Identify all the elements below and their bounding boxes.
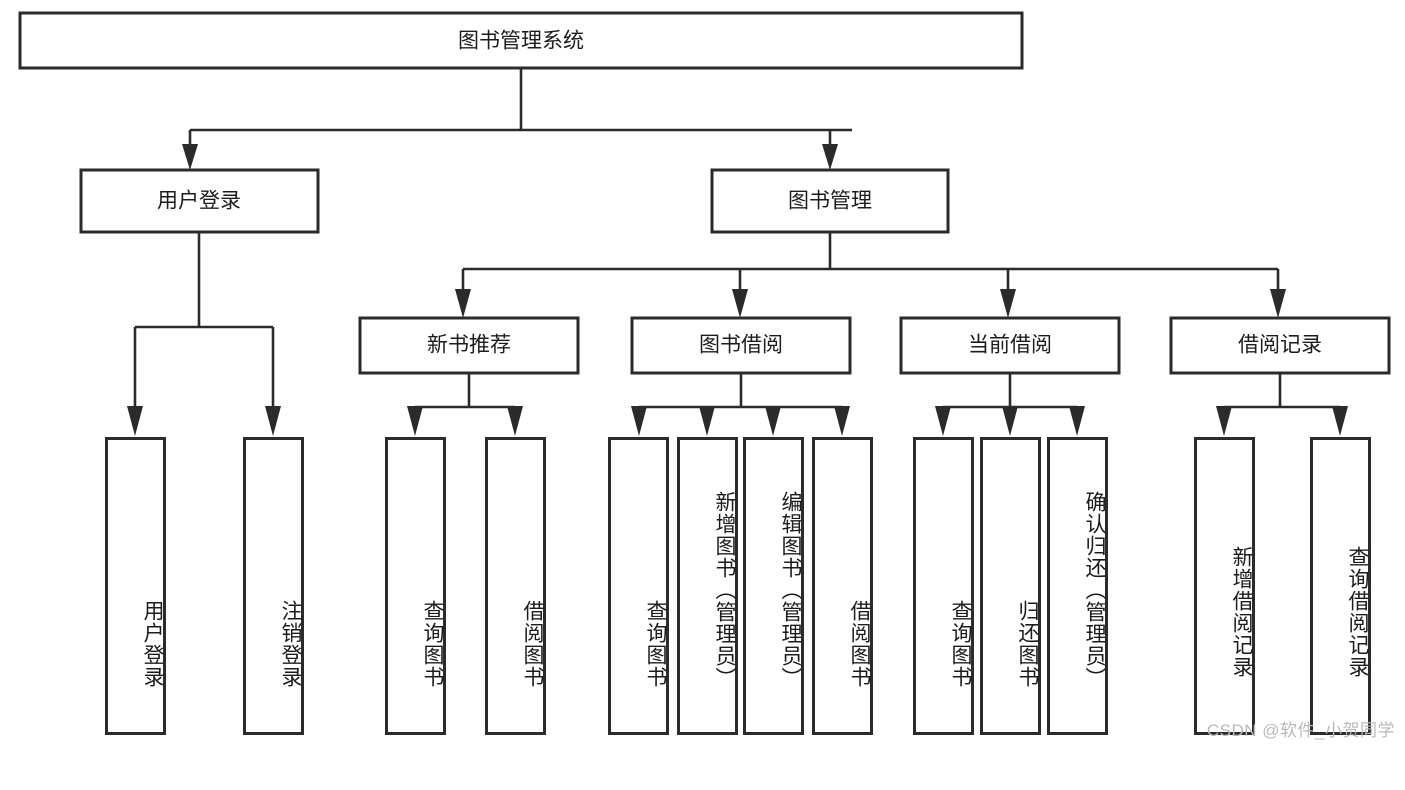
arrow-head-icon <box>935 406 951 436</box>
arrow-head-icon <box>631 406 647 436</box>
tree-connectors-layer: 图书管理系统 用户登录 图书管理 <box>18 11 1391 436</box>
arrow-head-icon <box>507 406 523 436</box>
arrow-head-icon <box>265 406 281 436</box>
leaf-label: 编辑图书（管理员） <box>779 491 802 689</box>
connector-borrow-record-to-leaves <box>1216 373 1348 436</box>
arrow-head-icon <box>834 406 850 436</box>
leaf-current-borrow-return-book[interactable]: 归还图书 <box>980 437 1041 735</box>
connector-book-management-to-level2 <box>455 232 1286 318</box>
leaf-label: 新增图书（管理员） <box>713 491 736 689</box>
watermark-label: CSDN @软件_小贺同学 <box>1206 721 1395 740</box>
node-new-book-recommend[interactable]: 新书推荐 <box>358 316 580 375</box>
diagram-canvas: 图书管理系统 用户登录 图书管理 <box>18 11 1395 740</box>
leaf-current-borrow-query-book[interactable]: 查询图书 <box>913 437 974 735</box>
borrow-record-label: 借阅记录 <box>1238 334 1322 357</box>
user-login-label: 用户登录 <box>157 190 241 213</box>
node-book-management[interactable]: 图书管理 <box>710 168 950 234</box>
book-management-box[interactable] <box>710 168 950 234</box>
node-borrow-record[interactable]: 借阅记录 <box>1169 316 1391 375</box>
arrow-head-icon <box>1216 406 1232 436</box>
arrow-head-icon <box>1332 406 1348 436</box>
arrow-head-icon <box>1069 406 1085 436</box>
leaf-user-login-logout[interactable]: 注销登录 <box>243 437 304 735</box>
arrow-head-icon <box>1270 289 1286 318</box>
arrow-head-icon <box>822 144 838 170</box>
leaf-current-borrow-confirm-return[interactable]: 确认归还（管理员） <box>1047 437 1108 735</box>
arrow-head-icon <box>1002 406 1018 436</box>
leaf-borrow-record-add-record[interactable]: 新增借阅记录 <box>1194 437 1255 735</box>
book-management-label: 图书管理 <box>788 190 872 213</box>
arrow-head-icon <box>732 289 748 318</box>
arrow-head-icon <box>127 406 143 436</box>
new-book-recommend-label: 新书推荐 <box>427 334 511 357</box>
arrow-head-icon <box>182 144 198 170</box>
connector-user-login-to-leaves <box>127 232 281 436</box>
root-box[interactable] <box>18 11 1024 70</box>
leaf-book-borrow-borrow-book[interactable]: 借阅图书 <box>812 437 873 735</box>
book-borrow-box[interactable] <box>630 316 852 375</box>
user-login-box[interactable] <box>79 168 320 234</box>
book-borrow-label: 图书借阅 <box>699 334 783 357</box>
leaf-new-book-borrow-book[interactable]: 借阅图书 <box>485 437 546 735</box>
connector-new-book-recommend-to-leaves <box>407 373 523 436</box>
connector-book-borrow-to-leaves <box>631 373 850 436</box>
leaf-book-borrow-query-book[interactable]: 查询图书 <box>608 437 669 735</box>
leaf-new-book-query-book[interactable]: 查询图书 <box>385 437 446 735</box>
connector-root-to-level1 <box>182 68 852 170</box>
connector-current-borrow-to-leaves <box>935 373 1085 436</box>
arrow-head-icon <box>407 406 423 436</box>
arrow-head-icon <box>699 406 715 436</box>
leaf-book-borrow-add-book[interactable]: 新增图书（管理员） <box>677 437 738 735</box>
node-current-borrow[interactable]: 当前借阅 <box>899 316 1121 375</box>
leaf-label: 查询借阅记录 <box>1346 546 1369 678</box>
arrow-head-icon <box>1000 289 1016 318</box>
arrow-head-icon <box>765 406 781 436</box>
leaf-borrow-record-query-record[interactable]: 查询借阅记录 <box>1310 437 1371 735</box>
node-root[interactable]: 图书管理系统 <box>18 11 1024 70</box>
leaf-label: 新增借阅记录 <box>1230 546 1253 678</box>
borrow-record-box[interactable] <box>1169 316 1391 375</box>
root-label: 图书管理系统 <box>458 30 584 53</box>
node-user-login[interactable]: 用户登录 <box>79 168 320 234</box>
leaf-label: 确认归还（管理员） <box>1083 491 1106 689</box>
current-borrow-label: 当前借阅 <box>968 334 1052 357</box>
arrow-head-icon <box>455 289 471 318</box>
new-book-recommend-box[interactable] <box>358 316 580 375</box>
leaf-book-borrow-edit-book[interactable]: 编辑图书（管理员） <box>743 437 804 735</box>
node-book-borrow[interactable]: 图书借阅 <box>630 316 852 375</box>
leaf-user-login-login[interactable]: 用户登录 <box>105 437 166 735</box>
